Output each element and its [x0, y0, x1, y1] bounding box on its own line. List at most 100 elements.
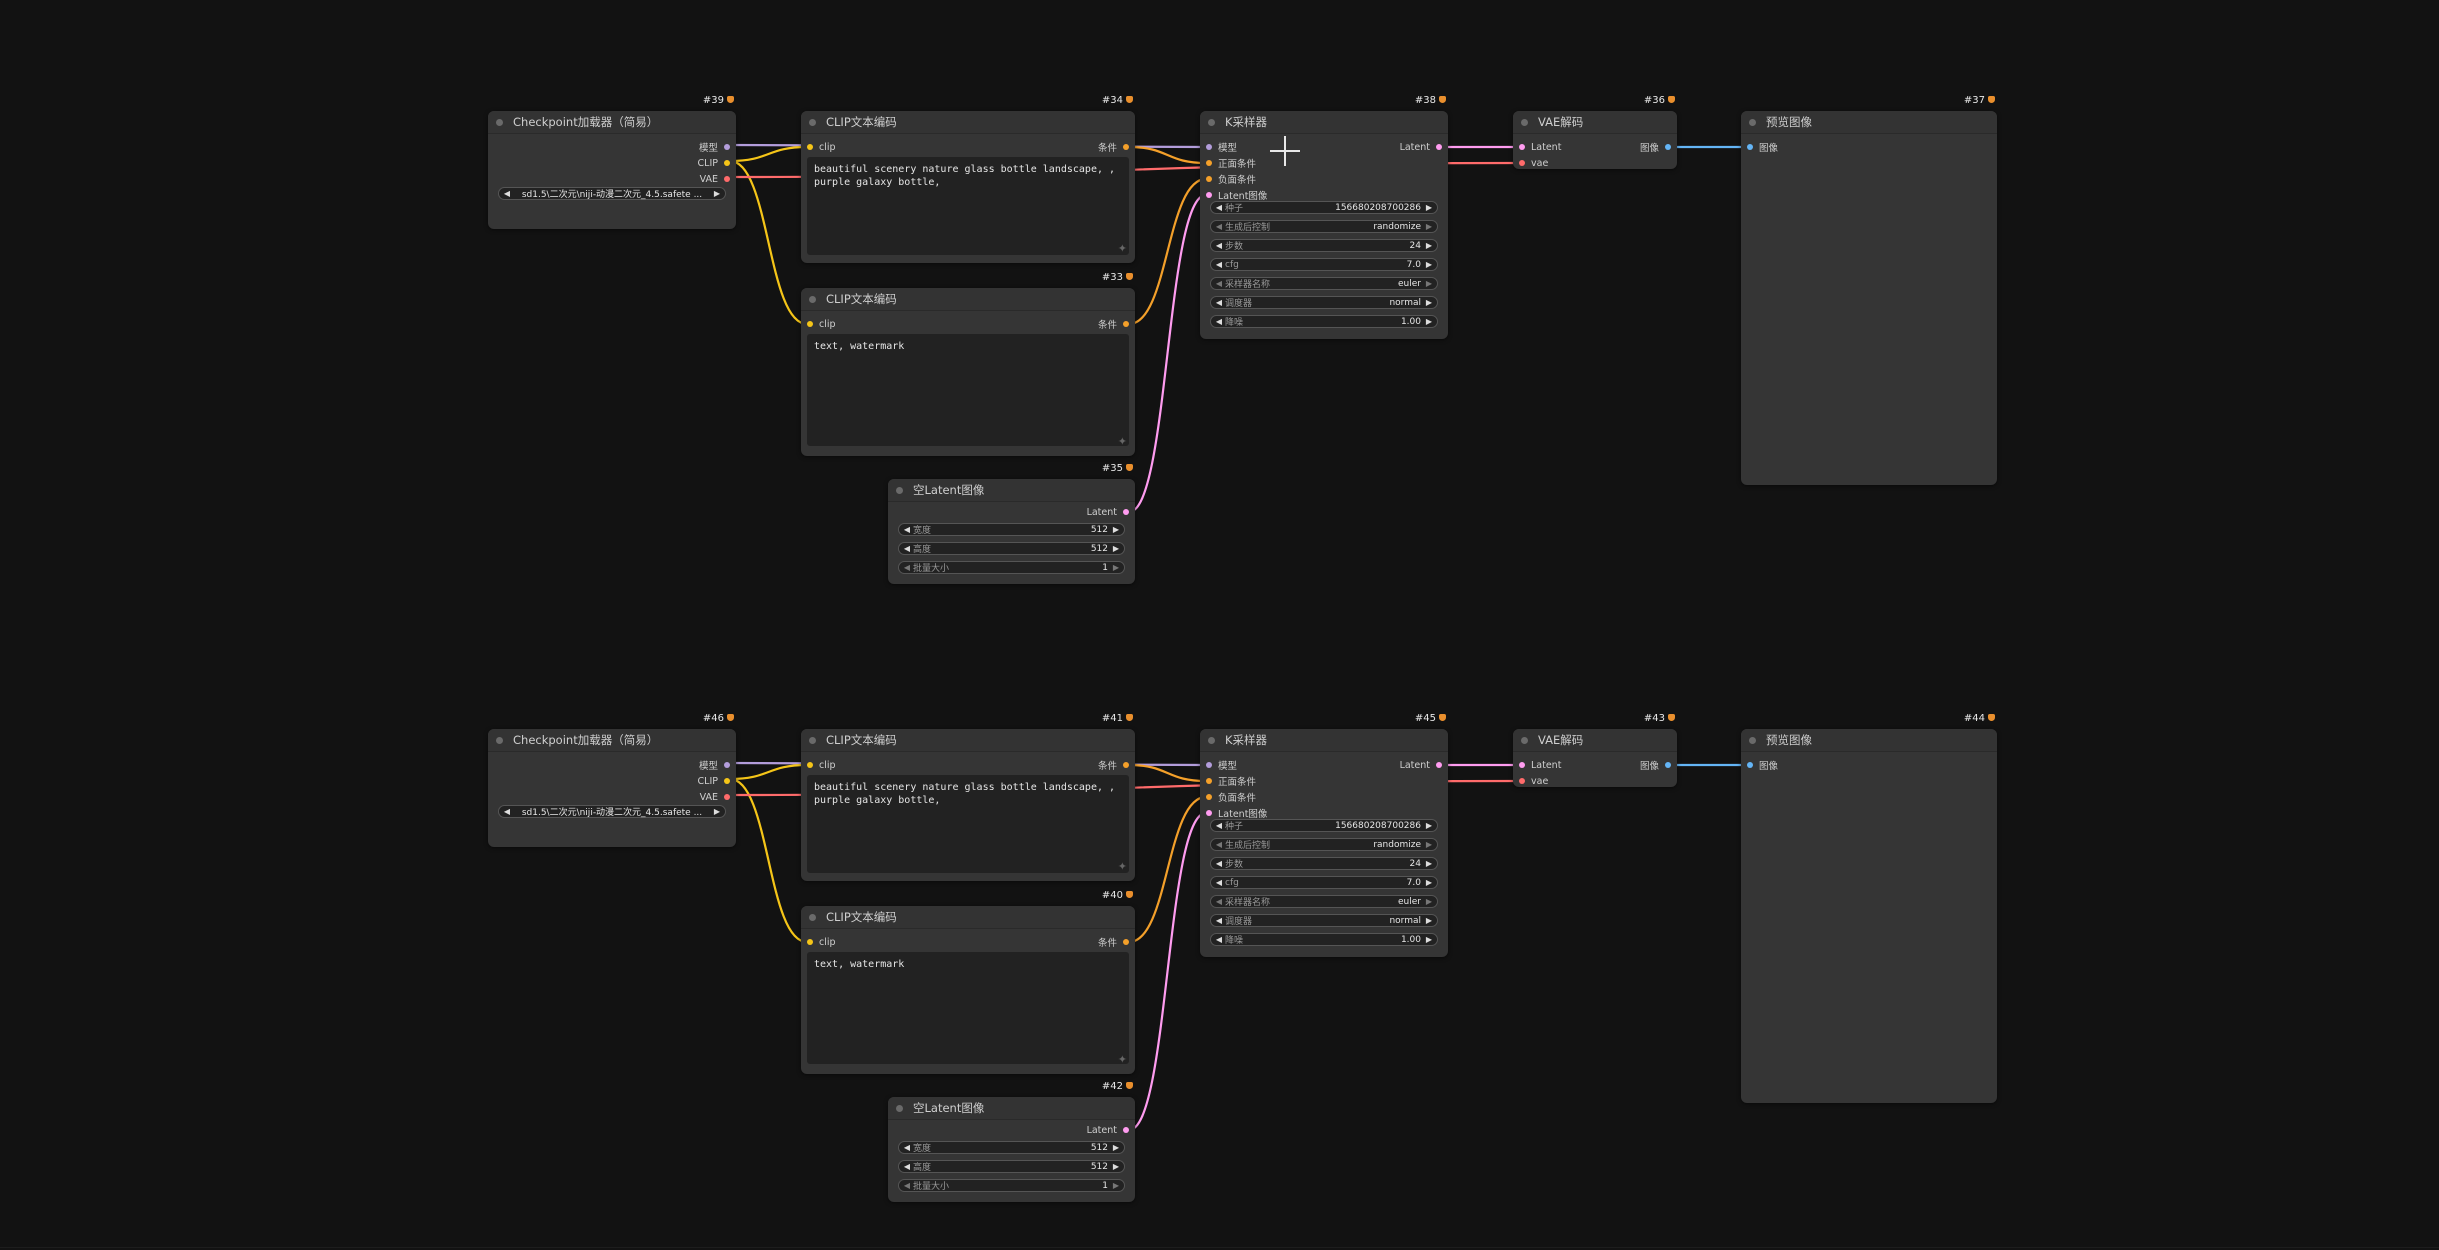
arrow-right-icon[interactable]: ▶: [1425, 203, 1433, 212]
input-clip[interactable]: clip: [807, 317, 836, 331]
node-title-bar[interactable]: 空Latent图像: [888, 479, 1135, 502]
arrow-right-icon[interactable]: ▶: [1112, 1143, 1120, 1152]
node-title-bar[interactable]: CLIP文本编码: [801, 111, 1135, 134]
collapse-dot-icon[interactable]: [896, 486, 903, 494]
input-positive[interactable]: 正面条件: [1206, 156, 1256, 170]
input-negative[interactable]: 负面条件: [1206, 172, 1256, 186]
slot-dot-icon[interactable]: [1206, 144, 1212, 150]
magic-wand-icon[interactable]: ✦: [1117, 860, 1127, 873]
ckpt-name-select[interactable]: ◀sd1.5\二次元\niji-动漫二次元_4.5.safete ...▶: [498, 805, 726, 818]
output-conditioning[interactable]: 条件: [1098, 317, 1129, 331]
input-negative[interactable]: 负面条件: [1206, 790, 1256, 804]
output-vae[interactable]: VAE: [700, 790, 730, 804]
input-latent-image[interactable]: Latent图像: [1206, 806, 1267, 820]
output-conditioning[interactable]: 条件: [1098, 935, 1129, 949]
slot-dot-icon[interactable]: [724, 144, 730, 150]
input-image[interactable]: 图像: [1747, 140, 1778, 154]
slot-dot-icon[interactable]: [1665, 762, 1671, 768]
slot-dot-icon[interactable]: [1519, 762, 1525, 768]
collapse-dot-icon[interactable]: [809, 736, 816, 744]
input-model[interactable]: 模型: [1206, 758, 1237, 772]
output-latent[interactable]: Latent: [1087, 505, 1129, 519]
slot-dot-icon[interactable]: [724, 762, 730, 768]
node-title-bar[interactable]: VAE解码: [1513, 729, 1677, 752]
input-latent[interactable]: Latent: [1519, 758, 1561, 772]
slot-dot-icon[interactable]: [1206, 160, 1212, 166]
arrow-left-icon[interactable]: ◀: [1215, 859, 1223, 868]
arrow-left-icon[interactable]: ◀: [903, 525, 911, 534]
output-clip[interactable]: CLIP: [698, 774, 730, 788]
node-title-bar[interactable]: CLIP文本编码: [801, 288, 1135, 311]
arrow-left-icon[interactable]: ◀: [903, 563, 911, 572]
arrow-right-icon[interactable]: ▶: [1425, 260, 1433, 269]
output-clip[interactable]: CLIP: [698, 156, 730, 170]
slot-dot-icon[interactable]: [1747, 762, 1753, 768]
magic-wand-icon[interactable]: ✦: [1117, 1053, 1127, 1066]
arrow-left-icon[interactable]: ◀: [1215, 203, 1223, 212]
arrow-left-icon[interactable]: ◀: [903, 544, 911, 553]
arrow-right-icon[interactable]: ▶: [1425, 241, 1433, 250]
prompt-textarea[interactable]: beautiful scenery nature glass bottle la…: [807, 775, 1129, 873]
output-vae[interactable]: VAE: [700, 172, 730, 186]
arrow-right-icon[interactable]: ▶: [1425, 859, 1433, 868]
arrow-left-icon[interactable]: ◀: [1215, 222, 1223, 231]
output-image[interactable]: 图像: [1640, 758, 1671, 772]
arrow-left-icon[interactable]: ◀: [1215, 878, 1223, 887]
slot-dot-icon[interactable]: [1206, 810, 1212, 816]
slot-dot-icon[interactable]: [807, 144, 813, 150]
input-positive[interactable]: 正面条件: [1206, 774, 1256, 788]
node-title-bar[interactable]: K采样器: [1200, 729, 1448, 752]
node-title-bar[interactable]: 空Latent图像: [888, 1097, 1135, 1120]
node-title-bar[interactable]: VAE解码: [1513, 111, 1677, 134]
ckpt-name-select[interactable]: ◀sd1.5\二次元\niji-动漫二次元_4.5.safete ...▶: [498, 187, 726, 200]
node-title-bar[interactable]: 预览图像: [1741, 111, 1997, 134]
collapse-dot-icon[interactable]: [809, 295, 816, 303]
prompt-textarea[interactable]: text, watermark: [807, 334, 1129, 446]
node-title-bar[interactable]: CLIP文本编码: [801, 729, 1135, 752]
slot-dot-icon[interactable]: [1206, 778, 1212, 784]
arrow-right-icon[interactable]: ▶: [713, 807, 721, 816]
slot-dot-icon[interactable]: [1123, 1127, 1129, 1133]
arrow-right-icon[interactable]: ▶: [1112, 1181, 1120, 1190]
output-conditioning[interactable]: 条件: [1098, 758, 1129, 772]
arrow-right-icon[interactable]: ▶: [713, 189, 721, 198]
collapse-dot-icon[interactable]: [496, 118, 503, 126]
arrow-left-icon[interactable]: ◀: [1215, 279, 1223, 288]
arrow-right-icon[interactable]: ▶: [1112, 525, 1120, 534]
arrow-right-icon[interactable]: ▶: [1425, 222, 1433, 231]
arrow-left-icon[interactable]: ◀: [1215, 260, 1223, 269]
collapse-dot-icon[interactable]: [1749, 118, 1756, 126]
node-title-bar[interactable]: CLIP文本编码: [801, 906, 1135, 929]
collapse-dot-icon[interactable]: [1521, 118, 1528, 126]
output-conditioning[interactable]: 条件: [1098, 140, 1129, 154]
collapse-dot-icon[interactable]: [496, 736, 503, 744]
output-latent[interactable]: Latent: [1400, 758, 1442, 772]
arrow-right-icon[interactable]: ▶: [1425, 317, 1433, 326]
slot-dot-icon[interactable]: [1123, 762, 1129, 768]
slot-dot-icon[interactable]: [1123, 321, 1129, 327]
collapse-dot-icon[interactable]: [809, 118, 816, 126]
slot-dot-icon[interactable]: [1123, 939, 1129, 945]
arrow-left-icon[interactable]: ◀: [903, 1162, 911, 1171]
arrow-right-icon[interactable]: ▶: [1425, 840, 1433, 849]
